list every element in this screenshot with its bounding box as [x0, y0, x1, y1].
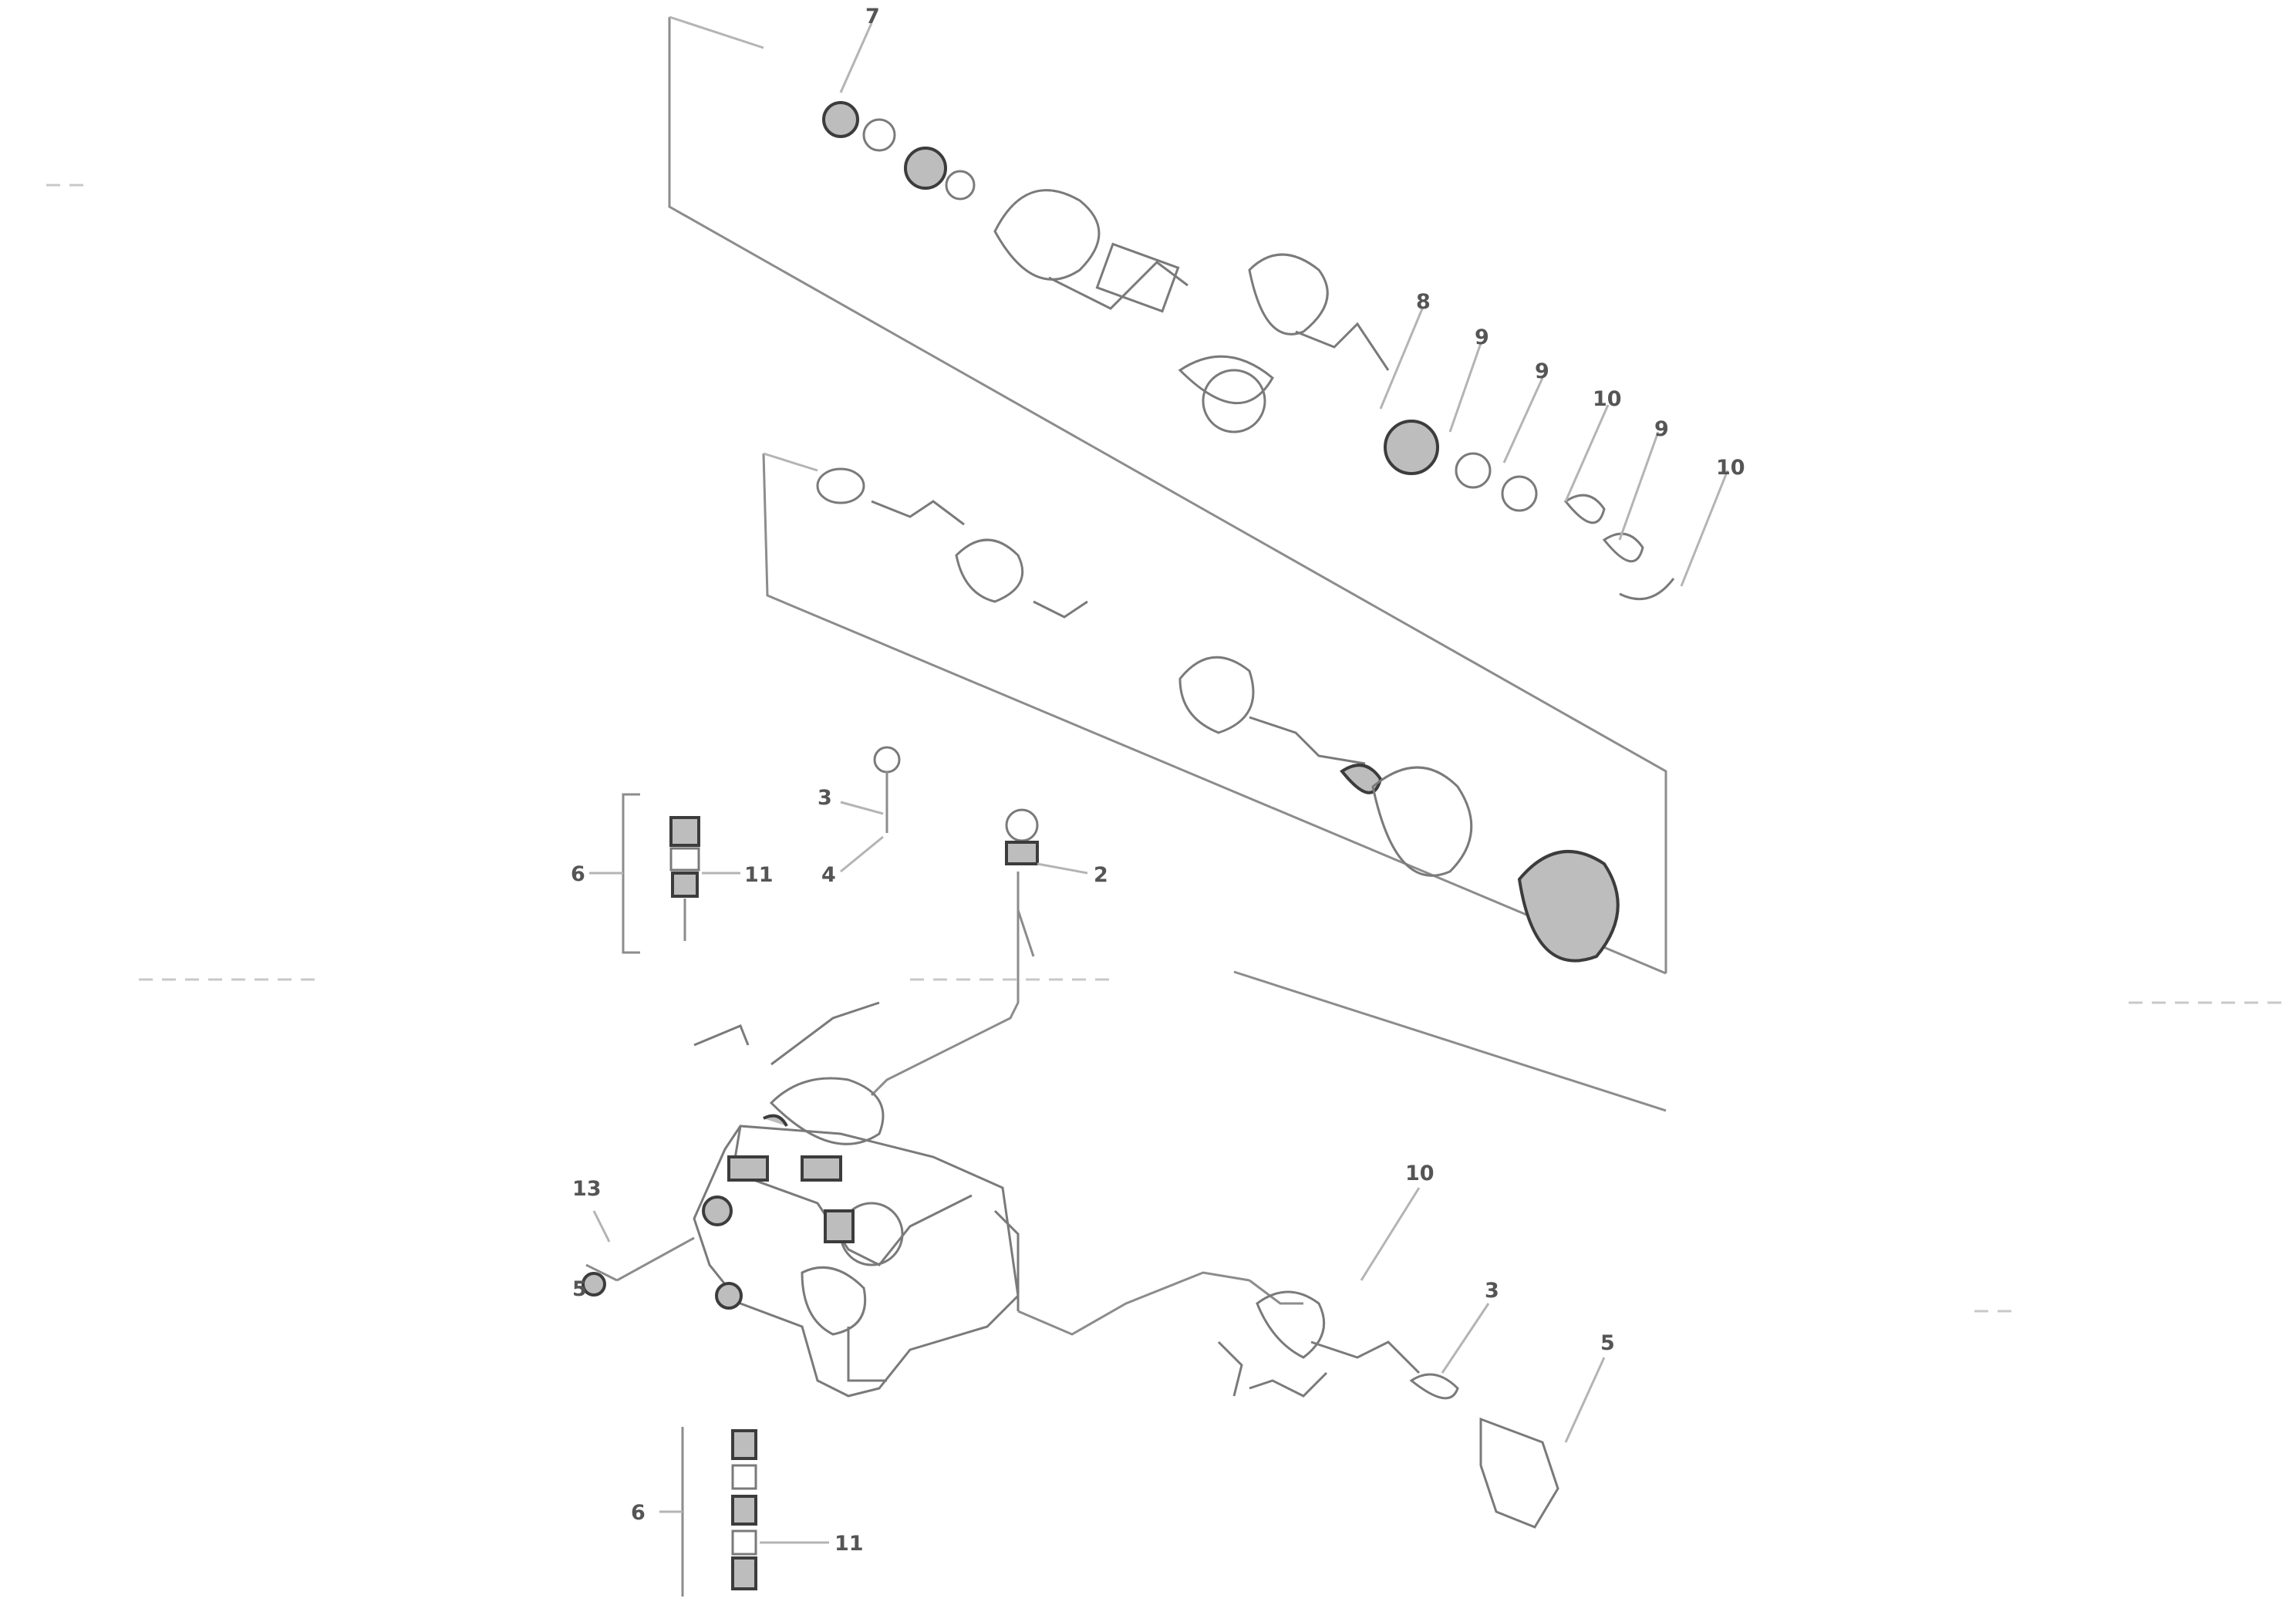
construction-lines — [46, 184, 2283, 1313]
callout-6-upper: 6 — [571, 862, 585, 886]
left-fittings — [582, 1210, 695, 1297]
callout-3-fitting: 3 — [818, 786, 832, 810]
callout-8: 8 — [1416, 290, 1431, 314]
callout-5-hose: 5 — [1600, 1331, 1615, 1355]
callout-9b: 9 — [1535, 359, 1549, 383]
pipe-fitting-2 — [870, 808, 1088, 1097]
upper-exploded-parts — [822, 101, 1675, 601]
callout-10a: 10 — [1593, 387, 1622, 411]
callout-10b: 10 — [1716, 456, 1745, 480]
middle-exploded-parts — [816, 467, 1620, 963]
callout-11-upper: 11 — [744, 863, 774, 887]
right-hose-assembly — [1017, 1187, 1606, 1529]
callout-11-lower: 11 — [834, 1532, 864, 1556]
fitting-assembly-3-4 — [840, 746, 901, 873]
callout-7: 7 — [865, 5, 880, 29]
middle-frame — [762, 452, 1667, 975]
upper-left-bracket — [589, 793, 740, 954]
callout-10-hose: 10 — [1405, 1162, 1435, 1185]
callout-9c: 9 — [1654, 417, 1669, 441]
callout-labels: 7 8 9 9 10 9 10 6 11 3 4 2 13 5 10 3 5 6… — [571, 5, 1745, 1556]
leader-lines — [839, 22, 1729, 587]
callout-9a: 9 — [1475, 325, 1489, 349]
upper-frame — [668, 15, 1667, 1112]
callout-6-lower: 6 — [631, 1501, 646, 1525]
main-valve-block — [693, 1001, 1020, 1398]
callout-2-pipe: 2 — [1094, 863, 1108, 887]
callout-5-left: 5 — [572, 1277, 587, 1301]
callout-4-fitting: 4 — [821, 863, 836, 887]
callout-13-left: 13 — [572, 1177, 602, 1201]
lower-left-bracket — [659, 1427, 829, 1597]
callout-3-hose: 3 — [1485, 1279, 1499, 1303]
